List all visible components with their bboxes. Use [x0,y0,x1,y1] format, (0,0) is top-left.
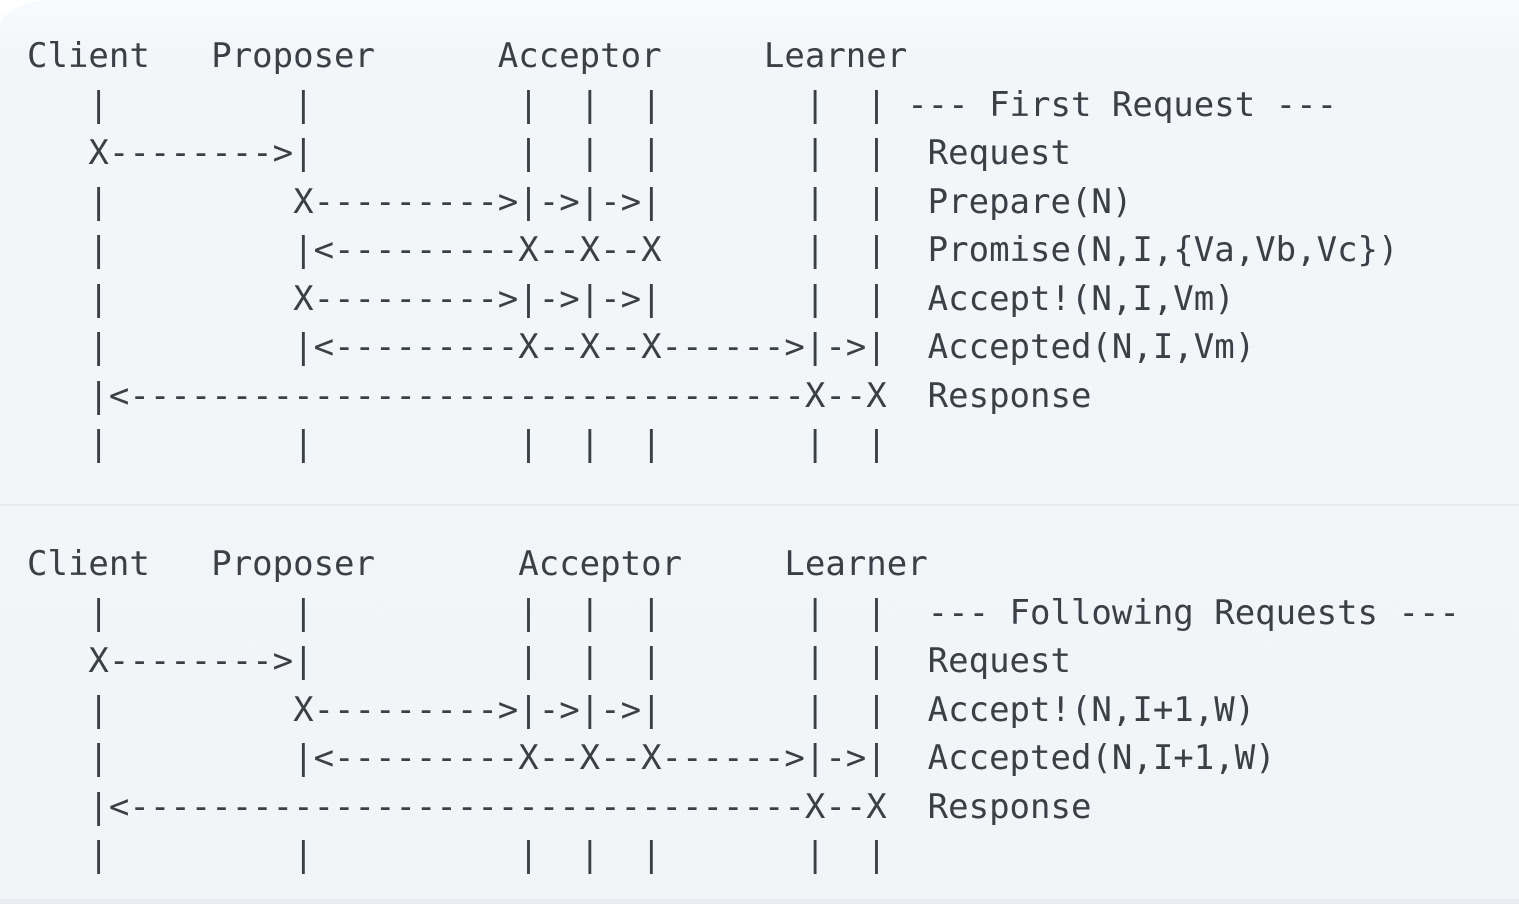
panel-bottom-edge [0,899,1519,904]
paxos-following-requests-sequence-diagram: Client Proposer Acceptor Learner | | | |… [27,544,1460,875]
section-divider [0,504,1519,506]
paxos-first-request-sequence-diagram: Client Proposer Acceptor Learner | | | |… [27,36,1399,464]
